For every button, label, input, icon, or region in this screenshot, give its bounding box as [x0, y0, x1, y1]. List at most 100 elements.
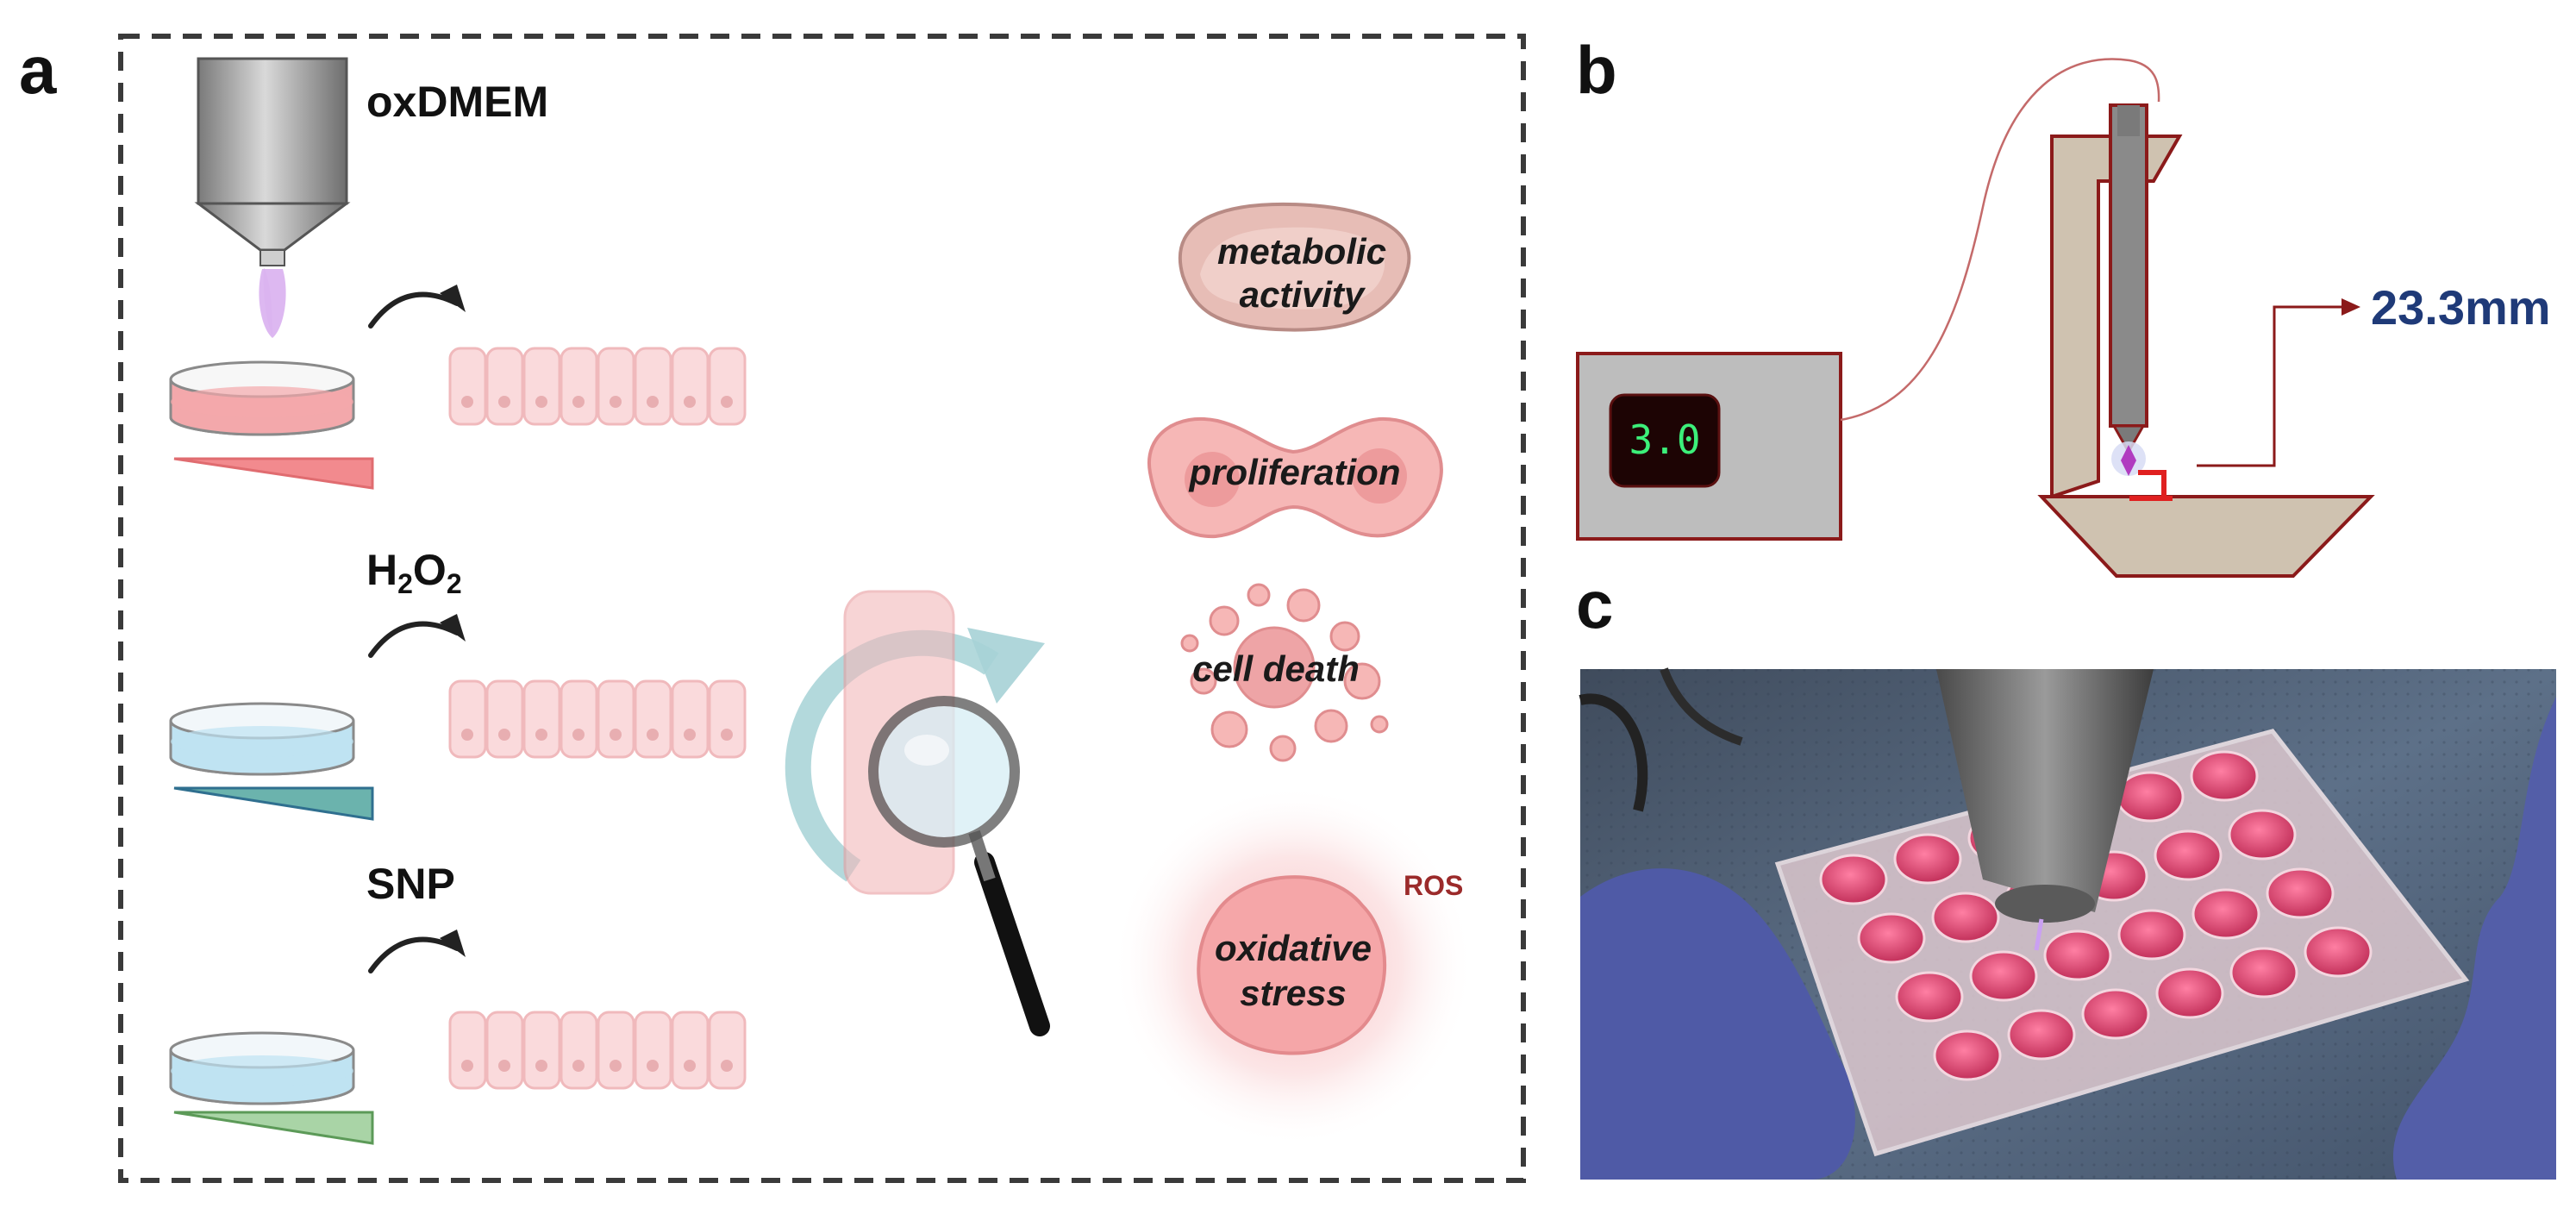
dividing-cell-icon — [1147, 416, 1443, 539]
concentration-wedge-snp — [173, 1111, 374, 1145]
cell-nucleus — [721, 729, 733, 741]
well — [2154, 829, 2223, 881]
monolayer-cell — [634, 1011, 672, 1090]
petri-dish-h2o2 — [169, 702, 355, 776]
cell-nucleus — [647, 396, 659, 408]
outcome-metabolic-line1: metabolic — [1217, 231, 1386, 272]
cell-nucleus — [572, 729, 585, 741]
well — [2304, 926, 2373, 978]
distance-callout-line — [2197, 305, 2343, 467]
monolayer-cell — [671, 1011, 710, 1090]
panel-b-letter: b — [1576, 32, 1617, 108]
cell-nucleus — [721, 396, 733, 408]
plasma-pen-cap — [2117, 105, 2140, 136]
petri-dish-oxdmem — [169, 360, 355, 436]
photo-pen-tip — [1995, 885, 2095, 923]
well — [1931, 892, 2000, 943]
power-supply-display — [1609, 393, 1721, 488]
cell-nucleus — [684, 729, 696, 741]
well — [2155, 967, 2224, 1019]
monolayer-cell — [485, 679, 524, 759]
outcome-oxidative-line1: oxidative — [1215, 928, 1372, 968]
plasma-pen-body — [2109, 103, 2148, 428]
monolayer-cell — [597, 1011, 635, 1090]
cell-nucleus — [535, 729, 547, 741]
cell-nucleus — [498, 729, 510, 741]
cell-nucleus — [610, 396, 622, 408]
monolayer-cell — [708, 1011, 747, 1090]
monolayer-cell — [597, 679, 635, 759]
distance-label: 23.3mm — [2371, 280, 2551, 335]
left-gloved-hand — [1580, 868, 1855, 1180]
monolayer-cell — [485, 347, 524, 426]
well — [1819, 854, 1888, 905]
concentration-wedge-h2o2 — [173, 786, 374, 821]
well — [2228, 809, 2297, 861]
well — [1893, 833, 1962, 885]
well — [2190, 750, 2259, 802]
monolayer-cell — [634, 347, 672, 426]
photo-plasma-plume — [2034, 918, 2044, 951]
outcome-cell-death: cell death — [1192, 648, 1360, 689]
plasma-spark-icon — [2121, 445, 2136, 476]
monolayer-cell — [485, 1011, 524, 1090]
cell-nucleus — [684, 1060, 696, 1072]
stressed-cell-icon — [1197, 875, 1387, 1055]
monolayer-cell — [522, 1011, 561, 1090]
cell-nucleus — [461, 396, 473, 408]
well — [2007, 1009, 2076, 1061]
stand-base — [2037, 495, 2375, 578]
well — [2117, 909, 2186, 961]
ros-label: ROS — [1404, 870, 1463, 901]
panel-a-letter: a — [19, 32, 57, 108]
well — [1857, 912, 1926, 964]
well — [2191, 888, 2260, 940]
cell-nucleus — [498, 396, 510, 408]
well — [2081, 988, 2150, 1040]
cell-nucleus — [461, 729, 473, 741]
monolayer-cell — [448, 679, 487, 759]
monolayer-cell — [560, 1011, 598, 1090]
well — [2043, 929, 2112, 981]
magnifier-icon — [868, 696, 1050, 1036]
photo-plasma-treatment — [1579, 667, 2556, 1180]
cell-nucleus — [647, 729, 659, 741]
plasma-jet-nozzle-icon — [194, 57, 351, 338]
monolayer-cell — [597, 347, 635, 426]
display-value: 3.0 — [1629, 416, 1700, 463]
monolayer-cell — [448, 347, 487, 426]
panel-a-frame — [118, 34, 1526, 1183]
agent-label-h2o2: H2O2 — [366, 546, 462, 599]
outcome-oxidative-line2: stress — [1240, 973, 1347, 1013]
cell-nucleus — [684, 396, 696, 408]
outcome-proliferation: proliferation — [1188, 452, 1400, 492]
fragmented-cell-icon — [1180, 583, 1389, 762]
cell-nucleus — [535, 1060, 547, 1072]
cell-nucleus — [535, 396, 547, 408]
well — [2229, 947, 2298, 998]
concentration-wedge-oxdmem — [173, 457, 374, 490]
sample-holder — [2129, 470, 2173, 501]
distance-callout-arrowhead — [2342, 298, 2360, 316]
cell-nucleus — [498, 1060, 510, 1072]
power-cable — [1840, 58, 2160, 422]
monolayer-cell — [560, 679, 598, 759]
monolayer-cell — [634, 679, 672, 759]
petri-dish-snp — [169, 1031, 355, 1105]
monolayer-cell — [671, 679, 710, 759]
panel-c-letter: c — [1576, 566, 1613, 642]
plasma-pen-tip — [2111, 424, 2146, 455]
well — [2116, 771, 2185, 823]
cell-nucleus — [610, 729, 622, 741]
well — [1933, 1030, 2002, 1081]
cell-nucleus — [572, 1060, 585, 1072]
well — [1969, 950, 2038, 1002]
monolayer-cell — [671, 347, 710, 426]
mitochondrion-icon — [1178, 202, 1411, 332]
right-gloved-hand — [2393, 697, 2556, 1180]
outcome-metabolic-line2: activity — [1240, 274, 1366, 315]
cell-nucleus — [721, 1060, 733, 1072]
photo-plasma-pen — [1936, 669, 2154, 912]
well — [1895, 971, 1964, 1023]
